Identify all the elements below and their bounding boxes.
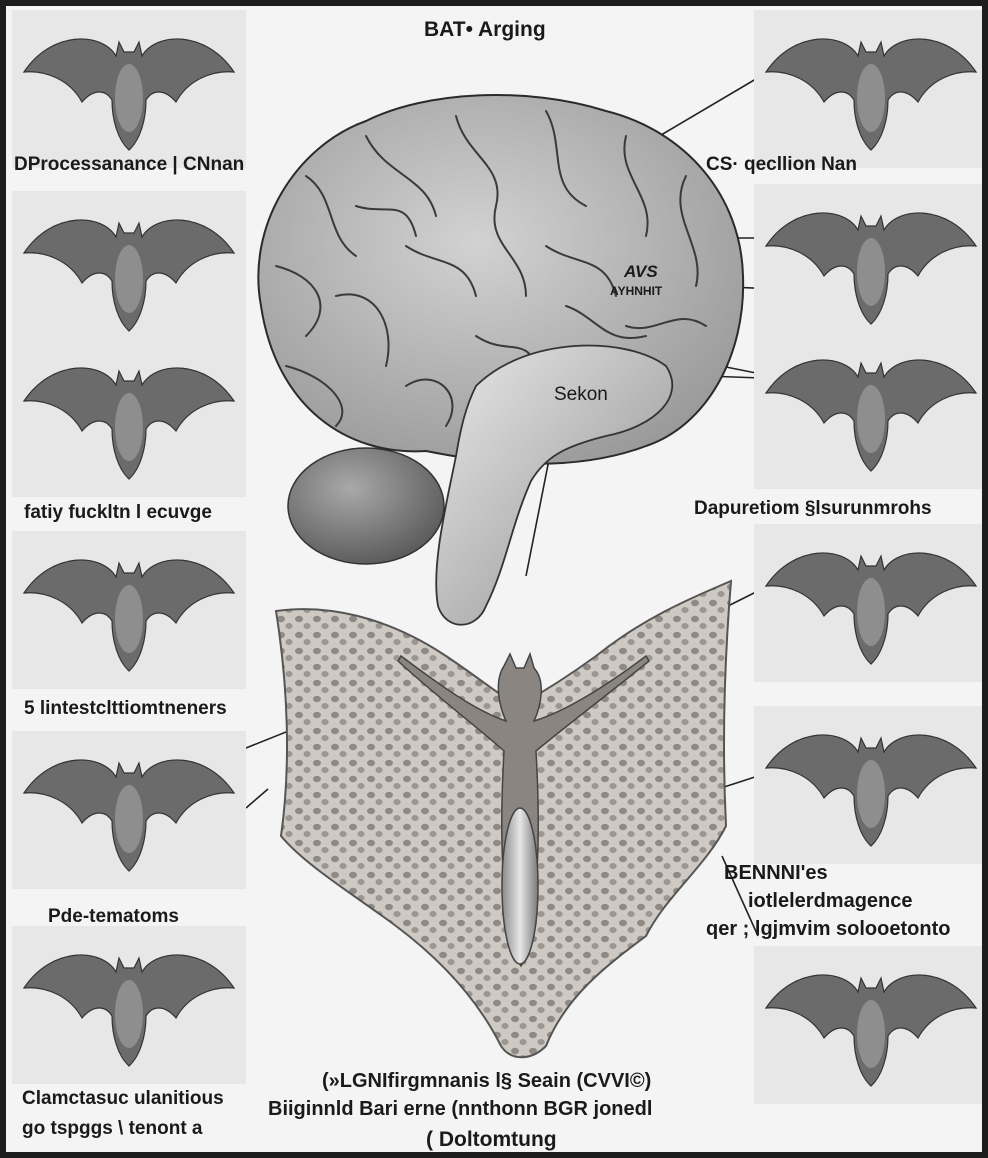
diagram-canvas: BAT• Arging DProcessanance | CNnan fatiy…	[6, 6, 982, 1152]
bat-icon	[754, 524, 982, 682]
right-label: CS· qecllion Nan	[706, 154, 857, 176]
bat-icon	[12, 10, 246, 168]
left-bottom-label-line: Clamctasuc ulanitious	[22, 1088, 224, 1110]
bat-illustration	[12, 926, 246, 1084]
bat-illustration	[754, 184, 982, 342]
bat-icon	[12, 339, 246, 497]
brain-label-cns: AVS	[624, 262, 658, 282]
bat-icon	[754, 10, 982, 168]
bottom-caption-line: (»LGNIfirgmnanis l§ Seain (CVVI©)	[322, 1070, 651, 1093]
right-block-line: qer ; lgjmvim solooetonto	[706, 918, 950, 941]
left-label: Pde-tematoms	[48, 906, 179, 928]
bat-illustration	[754, 946, 982, 1104]
brain-label-cns-sub: AYHNHIT	[610, 284, 662, 298]
bat-icon	[754, 331, 982, 489]
bat-icon	[754, 706, 982, 864]
footer-label: ( Doltomtung	[426, 1128, 557, 1152]
bottom-caption-line: Biiginnld Bari erne (nnthonn BGR jonedl	[268, 1098, 652, 1121]
bat-icon	[12, 926, 246, 1084]
left-label: 5 lintestclttiomtneners	[24, 698, 227, 720]
bat-illustration	[754, 10, 982, 168]
left-label: DProcessanance | CNnan	[14, 154, 244, 176]
diagram-title: BAT• Arging	[424, 18, 546, 42]
bat-icon	[754, 946, 982, 1104]
bat-illustration	[754, 524, 982, 682]
bat-icon	[754, 184, 982, 342]
brain-label-stem: Sekon	[554, 384, 608, 406]
bat-illustration	[754, 331, 982, 489]
bat-icon	[12, 531, 246, 689]
bat-illustration	[12, 191, 246, 349]
right-label: Dapuretiom §lsurunmrohs	[694, 498, 932, 520]
bat-illustration	[12, 10, 246, 168]
bat-icon	[12, 731, 246, 889]
bat-illustration	[12, 731, 246, 889]
bat-illustration	[12, 531, 246, 689]
bat-illustration	[12, 339, 246, 497]
left-bottom-label-line: go tspggs \ tenont a	[22, 1118, 203, 1140]
bat-illustration	[754, 706, 982, 864]
right-block-line: BENNNI'es	[724, 862, 828, 885]
left-label: fatiy fuckltn l ecuvge	[24, 502, 212, 524]
bat-icon	[12, 191, 246, 349]
right-block-line: iotlelerdmagence	[748, 890, 913, 913]
